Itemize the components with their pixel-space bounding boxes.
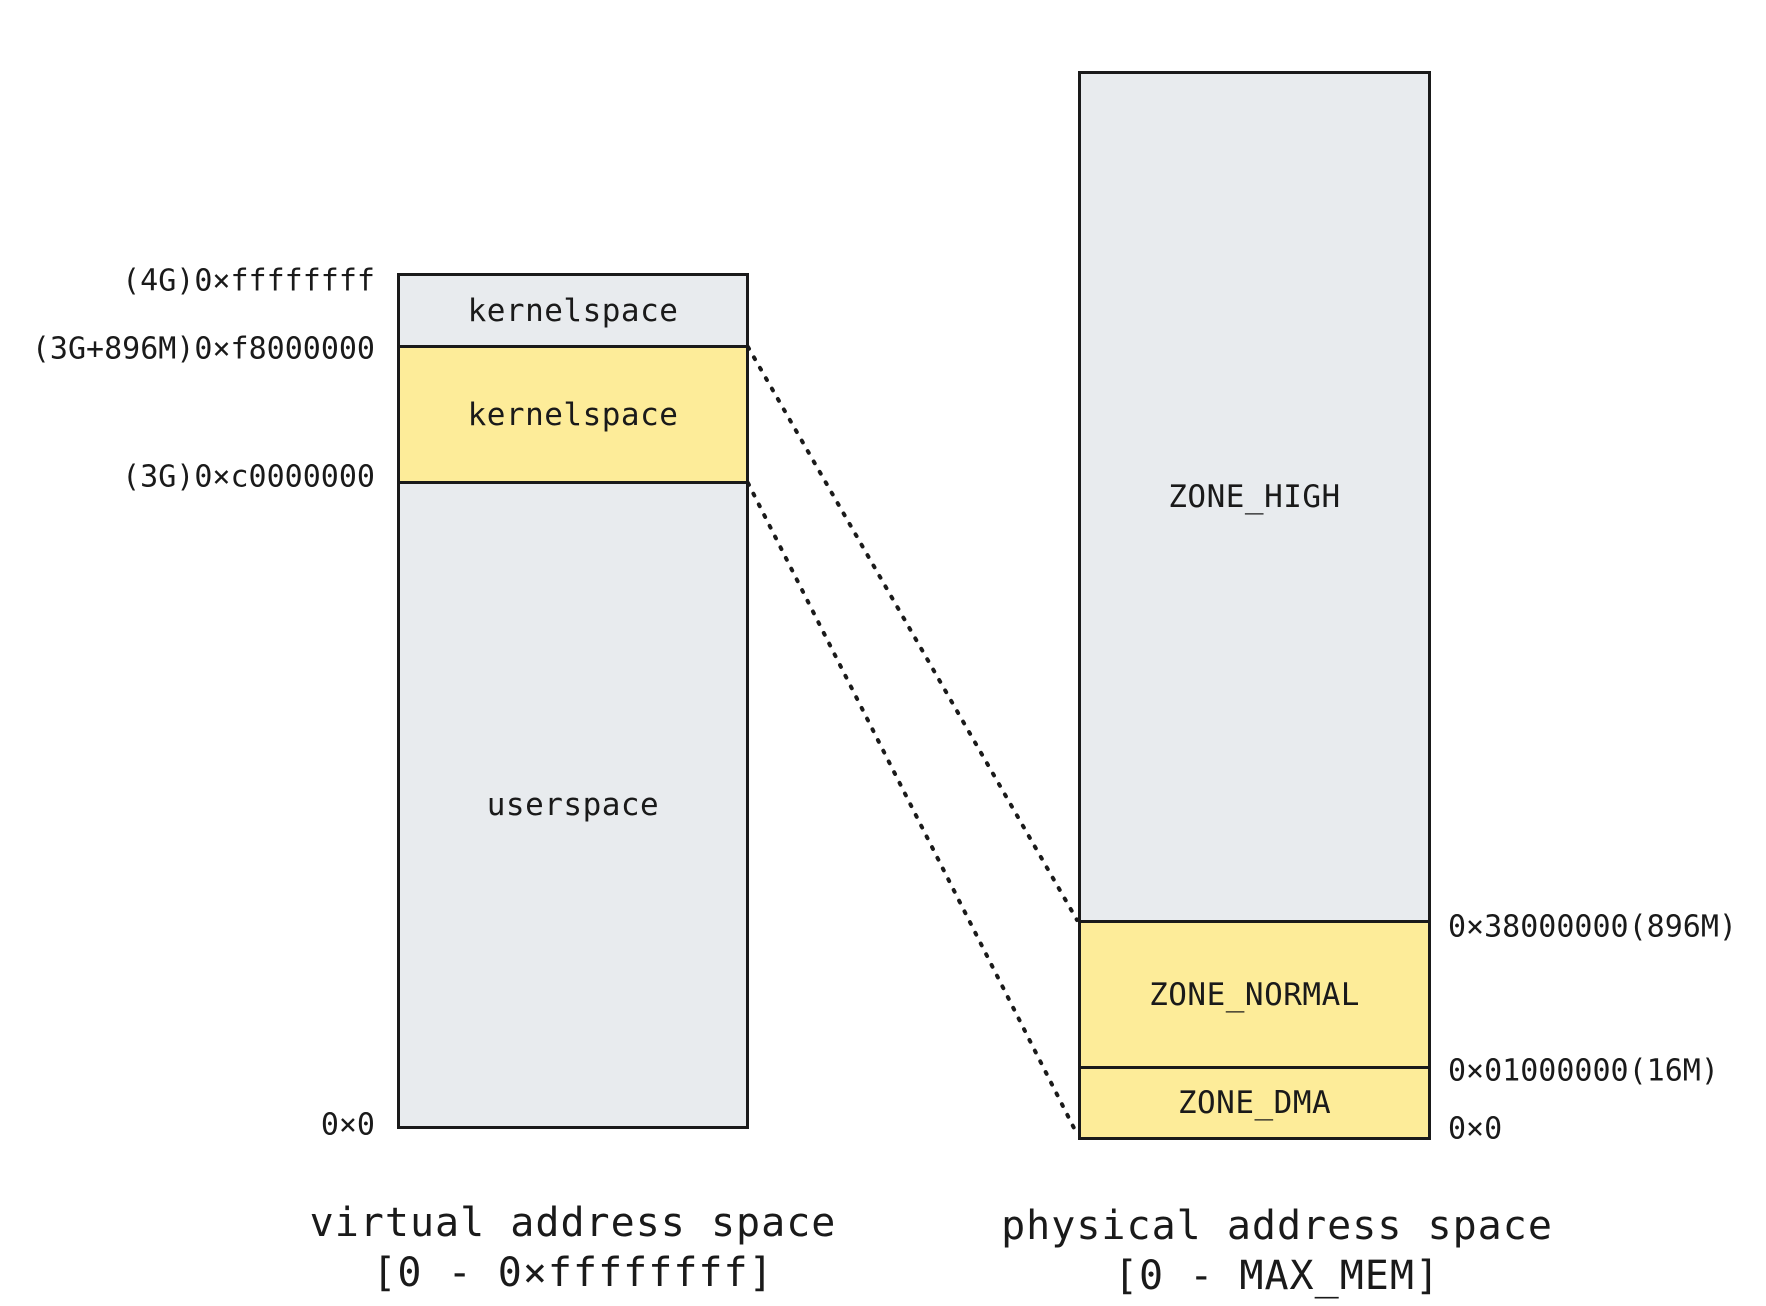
virtual-address-top: (4G)0×ffffffff	[122, 263, 375, 299]
virtual-caption-range: [0 - 0×ffffffff]	[372, 1250, 774, 1296]
mapping-line-upper	[746, 345, 1079, 922]
physical-caption: physical address space [0 - MAX_MEM]	[1001, 1201, 1553, 1301]
virtual-kernelspace-direct-label: kernelspace	[467, 396, 679, 433]
virtual-address-kernel-start: (3G)0×c0000000	[122, 459, 375, 495]
mapping-line-lower	[746, 481, 1079, 1136]
virtual-kernelspace-top: kernelspace	[397, 273, 749, 348]
physical-address-normal-top: 0×38000000(896M)	[1448, 909, 1737, 945]
virtual-address-bottom: 0×0	[320, 1107, 375, 1143]
physical-caption-range: [0 - MAX_MEM]	[1113, 1253, 1441, 1299]
virtual-caption: virtual address space [0 - 0×ffffffff]	[310, 1198, 837, 1298]
virtual-userspace-label: userspace	[486, 787, 660, 823]
virtual-kernelspace-top-label: kernelspace	[467, 292, 679, 329]
physical-zone-dma-label: ZONE_DMA	[1177, 1085, 1332, 1121]
physical-caption-title: physical address space	[1001, 1203, 1553, 1249]
physical-address-dma-top: 0×01000000(16M)	[1448, 1053, 1719, 1089]
virtual-address-high-boundary: (3G+896M)0×f8000000	[31, 331, 375, 367]
virtual-caption-title: virtual address space	[309, 1200, 837, 1246]
physical-zone-normal: ZONE_NORMAL	[1078, 920, 1431, 1070]
physical-zone-high-label: ZONE_HIGH	[1168, 479, 1341, 515]
physical-zone-normal-label: ZONE_NORMAL	[1149, 977, 1360, 1013]
virtual-kernelspace-direct: kernelspace	[397, 345, 749, 484]
physical-zone-dma: ZONE_DMA	[1078, 1066, 1431, 1140]
physical-zone-high: ZONE_HIGH	[1078, 71, 1431, 923]
virtual-userspace: userspace	[397, 481, 749, 1129]
physical-address-bottom: 0×0	[1448, 1111, 1503, 1147]
